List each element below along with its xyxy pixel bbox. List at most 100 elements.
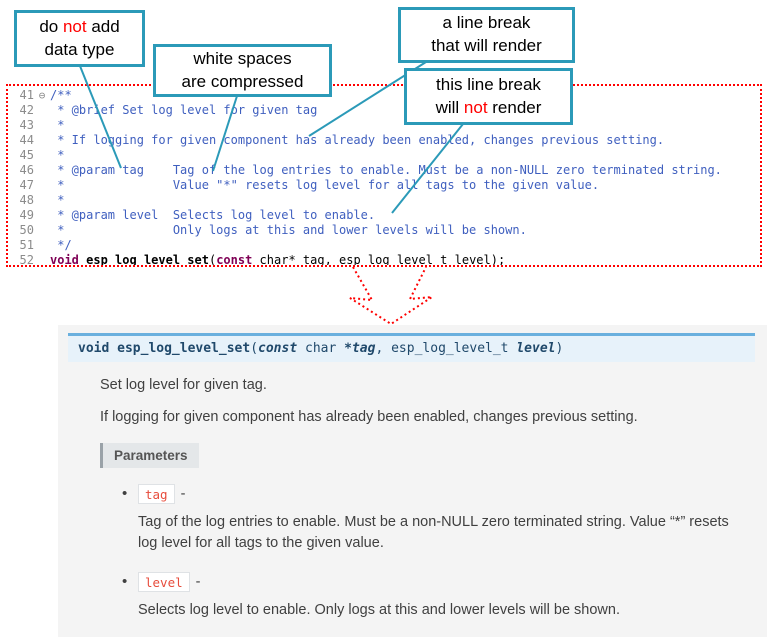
fold-spacer xyxy=(34,193,50,208)
parameter-name: tag xyxy=(138,483,175,504)
parameters-heading: Parameters xyxy=(100,442,199,468)
fold-spacer xyxy=(34,163,50,178)
code-line: 45 * xyxy=(8,148,760,163)
fold-spacer xyxy=(34,253,50,265)
fold-spacer xyxy=(34,103,50,118)
line-number: 42 xyxy=(19,103,34,117)
parameter-description: Tag of the log entries to enable. Must b… xyxy=(138,513,729,551)
callout-line: white spaces xyxy=(193,48,292,68)
code-text: * Only logs at this and lower levels wil… xyxy=(50,223,527,238)
code-segment: * @param tag Tag of the log entries to e… xyxy=(50,163,722,177)
code-line: 44 * If logging for given component has … xyxy=(8,133,760,148)
code-segment: * xyxy=(50,148,65,162)
line-number: 45 xyxy=(19,148,34,162)
code-text: * xyxy=(50,118,64,133)
callout-line: are compressed xyxy=(181,71,304,91)
code-lines: 41⊖/**42 * @brief Set log level for give… xyxy=(8,88,760,267)
code-line: 42 * @brief Set log level for given tag xyxy=(8,103,760,118)
sig-keyword-void: void xyxy=(78,341,118,356)
code-text: void esp_log_level_set(const char* tag, … xyxy=(50,253,506,267)
doc-brief-text: Set log level for given tag. xyxy=(100,377,267,393)
code-segment: */ xyxy=(50,238,72,252)
code-line: 46 * @param tag Tag of the log entries t… xyxy=(8,163,760,178)
callout-do-not-add-data-type: do not add data type xyxy=(14,10,145,67)
parameter-dash: - xyxy=(195,573,201,590)
parameters-list: •tag-Tag of the log entries to enable. M… xyxy=(122,483,755,621)
sig-type-level: esp_log_level_t xyxy=(391,341,517,356)
line-number: 41 xyxy=(19,88,34,102)
callout-line: do not add xyxy=(39,16,119,39)
fold-spacer xyxy=(34,208,50,223)
callout-line: that will render xyxy=(431,36,542,55)
sig-keyword-const: const xyxy=(258,341,298,356)
callout-line-break-renders: a line break that will render xyxy=(398,7,575,63)
code-segment: * @brief Set log level for given tag xyxy=(50,103,318,117)
fold-spacer xyxy=(34,178,50,193)
callout-text-segment: not xyxy=(463,97,488,117)
code-line: 41 ⊖ /** xyxy=(8,88,760,103)
sig-comma: , xyxy=(375,341,392,356)
code-text: * @brief Set log level for given tag xyxy=(50,103,317,118)
code-text: * @param level Selects log level to enab… xyxy=(50,208,375,223)
fold-spacer xyxy=(34,118,50,133)
callout-line: will not render xyxy=(436,97,542,120)
parameter-description: Selects log level to enable. Only logs a… xyxy=(138,601,620,618)
code-text: */ xyxy=(50,238,72,253)
line-number: 46 xyxy=(19,163,34,177)
callout-text-segment: do xyxy=(39,16,63,36)
line-number: 50 xyxy=(19,223,34,237)
code-segment: * xyxy=(50,118,65,132)
doc-detail-text: If logging for given component has alrea… xyxy=(100,408,638,425)
line-number: 51 xyxy=(19,238,34,252)
bullet-icon: • xyxy=(122,573,128,591)
fold-marker-icon: ⊖ xyxy=(38,89,46,102)
callout-line: data type xyxy=(44,39,115,59)
line-number: 44 xyxy=(19,133,34,147)
sig-paren-close: ) xyxy=(555,341,564,356)
code-segment: void xyxy=(50,253,79,267)
line-number: 48 xyxy=(19,193,34,207)
callout-line: a line break xyxy=(442,13,531,33)
parameter-item: • level- Selects log level to enable. Only… xyxy=(122,571,755,621)
code-editor-snippet: 41⊖/**42 * @brief Set log level for give… xyxy=(6,84,762,267)
doc-body: Set log level for given tag. If logging … xyxy=(100,376,755,621)
parameter-head: • level- xyxy=(122,571,755,592)
parameter-head: • tag- xyxy=(122,483,755,504)
code-segment: char* tag, esp_log_level_t level); xyxy=(252,253,506,267)
code-segment: ( xyxy=(208,253,217,267)
code-text: * xyxy=(50,148,64,163)
line-number: 52 xyxy=(19,253,34,267)
sig-paren-open: ( xyxy=(250,341,259,356)
code-segment: const xyxy=(216,253,253,267)
fold-spacer xyxy=(34,133,50,148)
code-line: 48 * xyxy=(8,193,760,208)
code-line: 43 * xyxy=(8,118,760,133)
callout-text-segment: add xyxy=(86,16,120,36)
code-segment: esp_log_level_set xyxy=(86,253,209,267)
parameter-name: level xyxy=(138,571,190,592)
code-segment: * @param level Selects log level to enab… xyxy=(50,208,376,222)
rendered-docs-panel: void esp_log_level_set(const char *tag, … xyxy=(58,325,767,637)
fold-spacer xyxy=(34,238,50,253)
callout-line-break-not-render: this line break will not render xyxy=(404,68,573,125)
sig-arg-tag: *tag xyxy=(344,341,376,356)
callout-line: this line break xyxy=(436,74,541,94)
code-segment: /** xyxy=(50,88,72,102)
code-segment: * If logging for given component has alr… xyxy=(50,133,665,147)
code-segment: * xyxy=(50,193,65,207)
code-line: 51 */ xyxy=(8,238,760,253)
fold-spacer xyxy=(34,223,50,238)
code-text: * @param tag Tag of the log entries to e… xyxy=(50,163,722,178)
code-text: /** xyxy=(50,88,72,103)
code-line: 50 * Only logs at this and lower levels … xyxy=(8,223,760,238)
sig-arg-level: level xyxy=(516,341,556,356)
line-number: 43 xyxy=(19,118,34,132)
parameter-item: • tag- Tag of the log entries to enable. M… xyxy=(122,483,755,554)
bullet-icon: • xyxy=(122,485,128,503)
sig-function-name: esp_log_level_set xyxy=(117,341,251,356)
code-text: * If logging for given component has alr… xyxy=(50,133,664,148)
callout-text-segment: not xyxy=(62,16,87,36)
parameter-dash: - xyxy=(180,485,186,502)
line-number: 49 xyxy=(19,208,34,222)
code-text: * xyxy=(50,193,64,208)
